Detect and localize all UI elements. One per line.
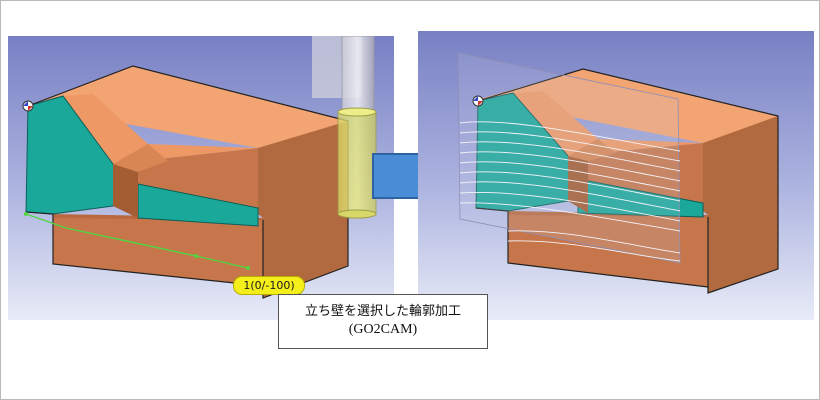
contour-toolpaths <box>459 121 681 262</box>
block-side-face <box>258 121 348 298</box>
cad-viewport-left[interactable]: 1(0/-100) <box>8 36 394 320</box>
slope-top-face <box>63 94 258 164</box>
caption-title: 立ち壁を選択した輪郭加工 <box>304 304 461 319</box>
axis-triad-icon <box>22 100 34 112</box>
notch-face <box>113 164 138 218</box>
axis-triad-icon <box>472 95 484 107</box>
block-side-face <box>703 116 778 293</box>
toolpath-line[interactable] <box>25 213 249 269</box>
right-scene <box>418 31 814 320</box>
caption-box: 立ち壁を選択した輪郭加工 (GO2CAM) <box>278 294 488 349</box>
notch-top <box>113 144 168 172</box>
block-top-face <box>480 69 778 143</box>
caption-software: (GO2CAM) <box>348 322 418 337</box>
coordinate-label: 1(0/-100) <box>233 276 305 295</box>
left-scene <box>8 36 394 320</box>
cad-viewport-right[interactable] <box>418 31 814 320</box>
cutting-tool-icon <box>312 36 377 219</box>
block-top-face <box>28 66 348 148</box>
